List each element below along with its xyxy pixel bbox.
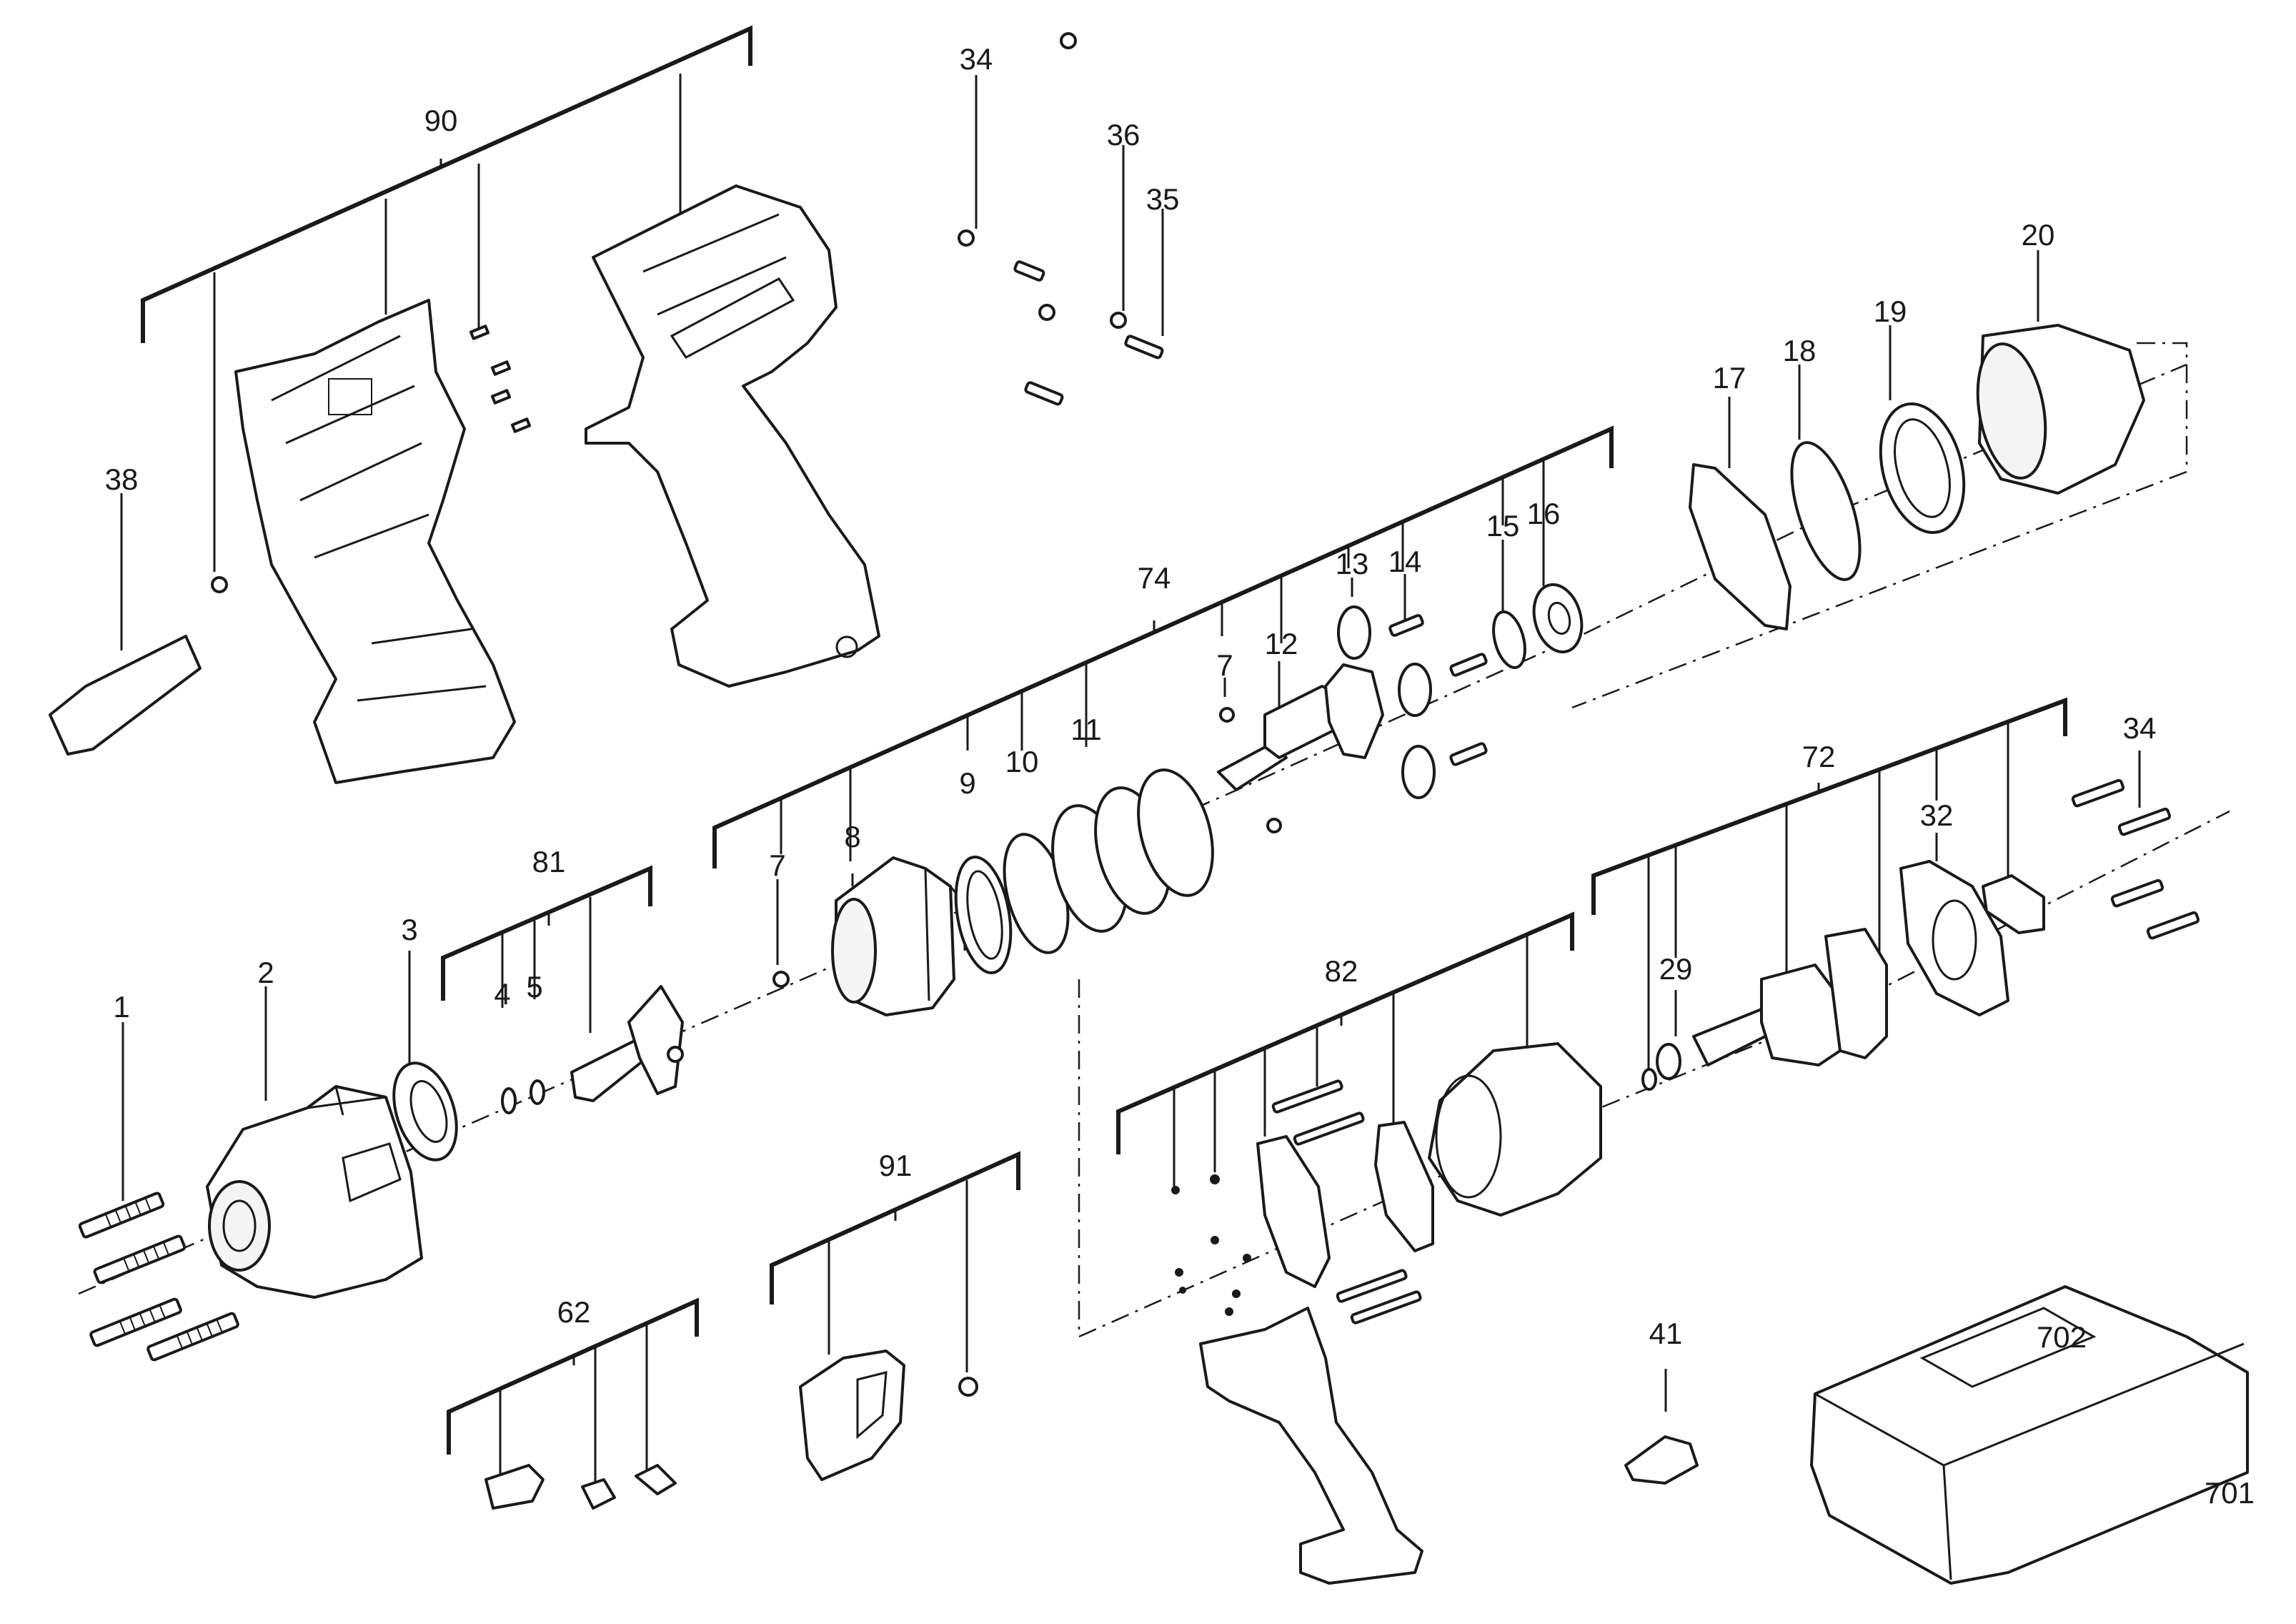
label-plate [49,635,202,756]
clip-screw [958,1377,978,1397]
callout-14: 14 [1388,545,1422,578]
washer [392,1061,458,1162]
small-ring [501,1087,517,1114]
callout-702: 702 [2037,1320,2087,1354]
callout-9: 9 [959,766,975,800]
hammer-spring [1051,768,1214,933]
spindle [1217,663,1384,791]
callout-32: 32 [1920,798,1954,832]
callout-13: 13 [1336,547,1369,580]
callout-11: 11 [1070,713,1102,746]
ball-ring [954,856,1013,974]
callout-7-upper: 7 [1216,648,1233,682]
callout-91: 91 [879,1149,913,1182]
callout-35: 35 [1146,182,1180,216]
callout-2: 2 [257,956,274,989]
front-cover [206,1085,423,1299]
callout-701: 701 [2205,1476,2255,1510]
callout-3: 3 [401,913,417,946]
callout-41: 41 [1649,1317,1683,1350]
callout-16: 16 [1527,497,1561,530]
retaining-ring [1492,610,1526,669]
callout-19: 19 [1874,294,1907,328]
callout-38: 38 [105,462,139,496]
housing-left-half [234,299,516,784]
battery-clip-small [581,1478,616,1510]
end-cap-screws [2071,778,2200,940]
housing-right-half [585,184,880,688]
rotor [1692,928,1888,1066]
callout-labels: 1 2 3 4 5 7 7 8 9 10 11 12 13 14 15 16 1… [105,42,2255,1510]
ball-bearing [1532,583,1584,654]
callout-82: 82 [1325,954,1358,988]
small-o-ring [530,1079,545,1105]
callout-74: 74 [1138,561,1171,595]
belt-clip [799,1350,905,1481]
hammer [831,856,966,1016]
planet-pins [1388,614,1488,766]
carrying-case [1810,1285,2249,1585]
cover-screws [958,32,1164,406]
callout-29: 29 [1659,952,1693,986]
housing-screws [211,325,532,593]
motor-end-cap [1899,860,2009,1016]
callout-8: 8 [844,820,860,853]
callout-5: 5 [526,970,542,1004]
callout-90: 90 [424,104,458,137]
callout-72: 72 [1802,740,1836,773]
sensor-board [1982,874,2045,934]
steel-ball [1219,707,1235,723]
callout-18: 18 [1783,334,1817,367]
callout-34-right: 34 [2123,711,2157,745]
callout-15: 15 [1486,509,1520,543]
callout-4: 4 [494,977,510,1011]
callout-34-top: 34 [960,42,993,76]
gasket [1689,463,1791,630]
rotor-bearing [1656,1043,1681,1080]
accessory-clip [1624,1435,1699,1485]
handle-electronics [1199,1307,1423,1585]
long-screws [1271,1079,1422,1325]
battery-clip [484,1464,545,1510]
rotor-ring [1641,1068,1657,1091]
callout-7-lower: 7 [769,848,785,882]
anvil [570,985,684,1102]
o-ring [1790,441,1862,581]
control-board [1256,1135,1331,1288]
callout-1: 1 [113,990,129,1024]
small-screws [1171,1174,1251,1316]
callout-20: 20 [2022,218,2055,252]
nose-screws [78,1192,239,1362]
motor-insulator [1374,1121,1434,1252]
gear-housing [1976,324,2145,495]
steel-ball [1266,818,1282,833]
callout-12: 12 [1265,627,1298,660]
planet-gears [1337,605,1436,799]
stator [1428,1042,1602,1217]
callout-81: 81 [532,845,566,878]
callout-62: 62 [557,1295,591,1329]
ring-gear [1879,402,1966,534]
group-brackets [141,25,2067,1483]
steel-ball [772,971,790,988]
callout-36: 36 [1107,118,1140,152]
callout-10: 10 [1005,745,1039,778]
callout-17: 17 [1713,361,1746,395]
battery-clip-tab [635,1464,677,1495]
